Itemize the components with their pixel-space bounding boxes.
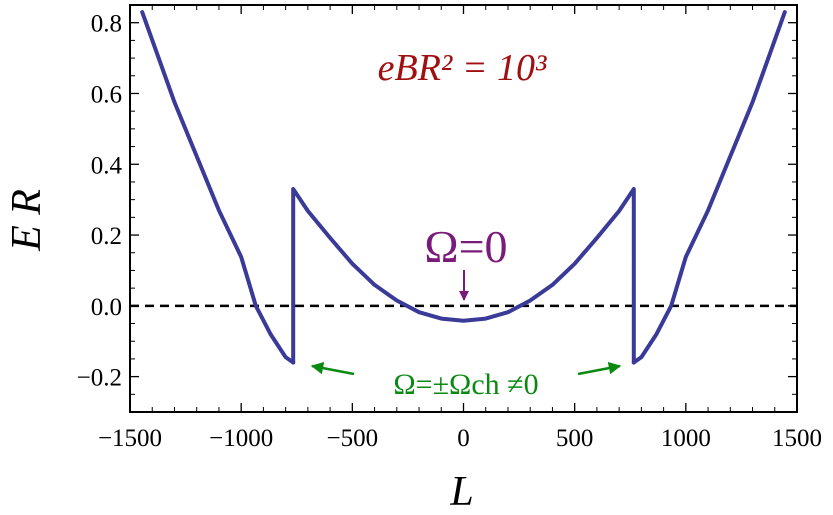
omega-ch-right-arrow	[577, 361, 622, 376]
series-group	[140, 10, 787, 365]
x-tick-label: −1000	[209, 425, 273, 452]
plot-frame	[129, 4, 798, 413]
formula-annotation: eBR² = 10³	[378, 47, 547, 89]
y-tick-label: 0.6	[91, 81, 122, 108]
y-tick-labels: −0.2 0.0 0.2 0.4 0.6 0.8	[77, 11, 123, 392]
series-line	[631, 10, 787, 365]
series-line	[140, 10, 296, 365]
x-tick-label: 0	[457, 425, 470, 452]
y-tick-label: 0.4	[91, 152, 123, 179]
x-tick-label: 500	[556, 425, 594, 452]
x-tick-labels: −1500 −1000 −500 0 500 1000 1500	[98, 425, 822, 452]
omega-ch-annotation: Ω=±Ωch ≠0	[393, 368, 538, 401]
omega-zero-annotation: Ω=0	[424, 221, 507, 272]
x-axis-label: L	[449, 469, 473, 515]
y-tick-label: 0.0	[91, 294, 122, 321]
series-line	[291, 187, 636, 365]
omega-ch-left-arrow	[310, 361, 355, 376]
x-tick-label: 1500	[772, 425, 822, 452]
y-tick-label: 0.8	[91, 11, 122, 38]
x-tick-label: 1000	[661, 425, 711, 452]
y-axis-label: E R	[4, 189, 50, 252]
x-tick-label: −1500	[98, 425, 162, 452]
x-tick-label: −500	[327, 425, 379, 452]
y-tick-label: −0.2	[77, 365, 122, 392]
y-tick-label: 0.2	[91, 223, 122, 250]
